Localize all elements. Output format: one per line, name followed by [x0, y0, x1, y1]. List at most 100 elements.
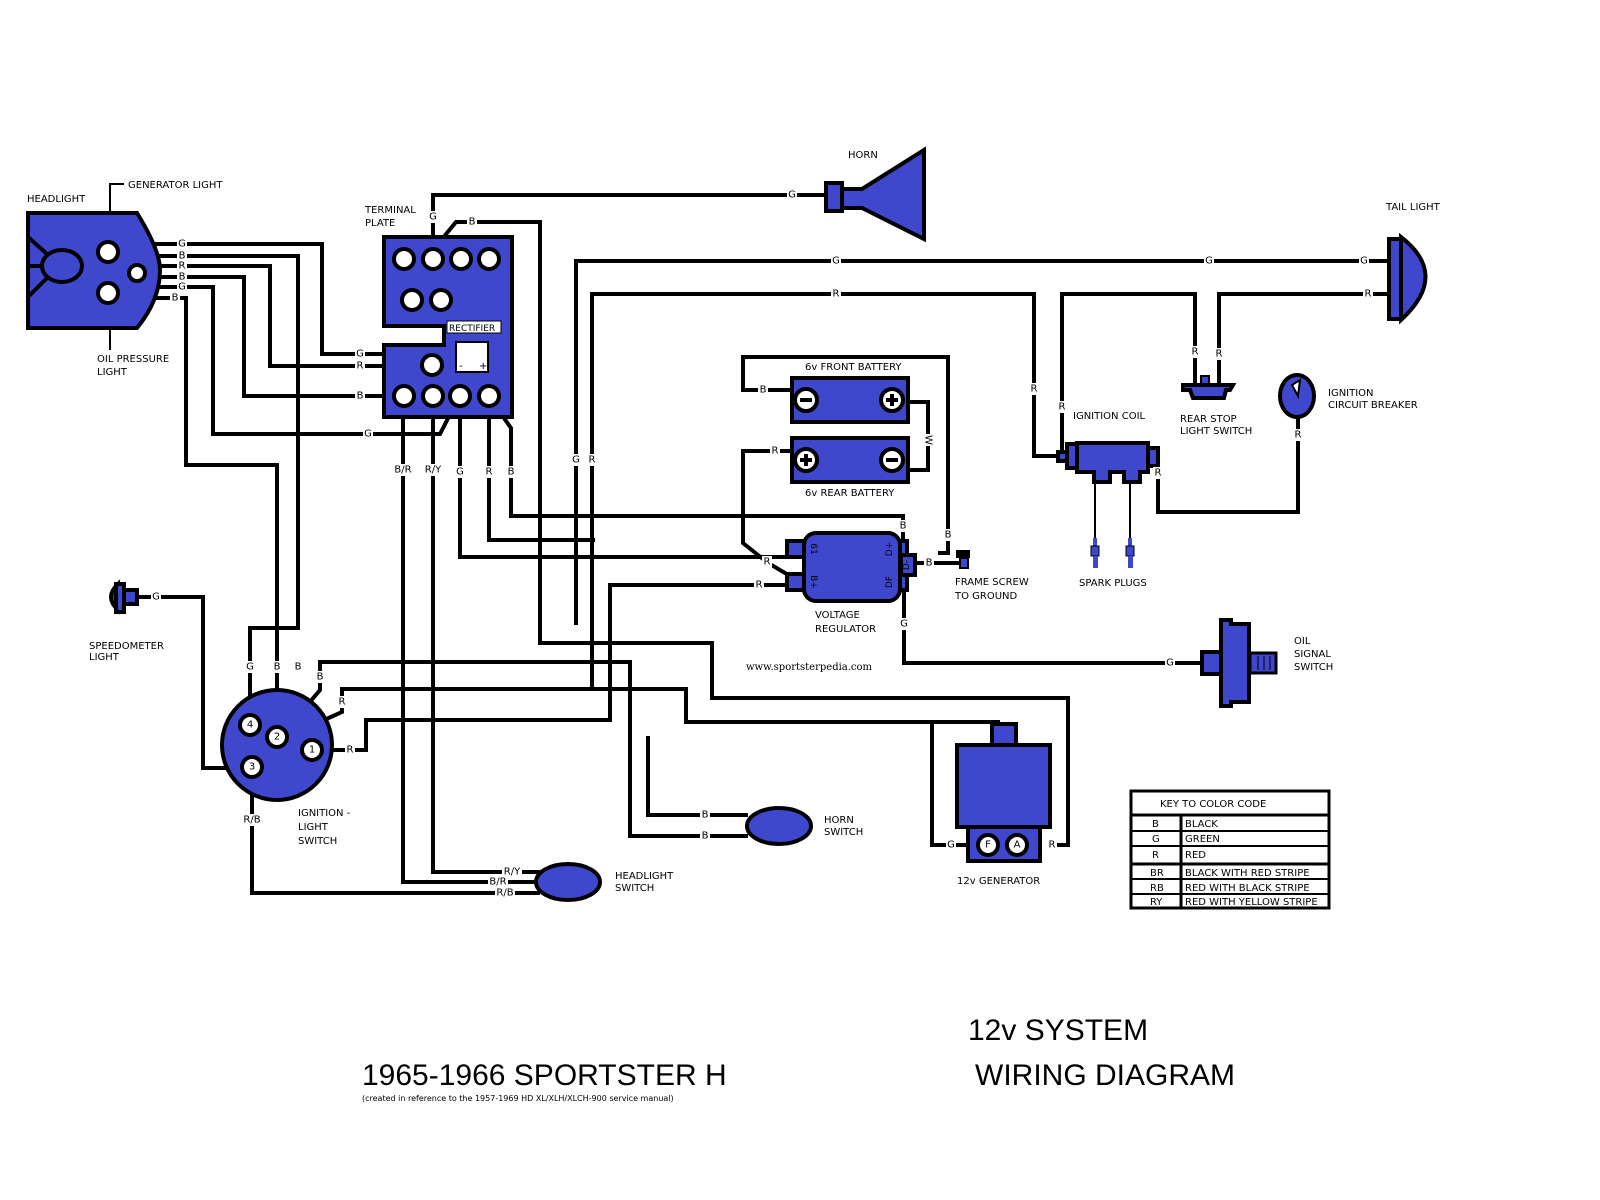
svg-text:G: G [246, 662, 254, 673]
wire-stoplight-r1 [1060, 292, 1197, 456]
wire-label: G [899, 618, 909, 630]
label-breaker-2: CIRCUIT BREAKER [1328, 400, 1418, 411]
wire-label: B [506, 466, 516, 478]
label-frame-screw-1: FRAME SCREW [955, 577, 1029, 588]
svg-text:B: B [179, 251, 186, 262]
wire-label: B [943, 529, 953, 541]
svg-text:BR: BR [1150, 868, 1164, 879]
wire-headlight-g1 [118, 242, 385, 356]
wires [109, 183, 1390, 895]
wire-headlight-b2 [148, 275, 385, 398]
svg-text:GREEN: GREEN [1185, 834, 1220, 845]
ignition-terminal-4-label: 4 [247, 720, 253, 731]
label-ignition-coil: IGNITION COIL [1073, 411, 1146, 422]
wire-label: G [1165, 657, 1175, 669]
svg-text:R: R [179, 261, 186, 272]
frame-screw-icon [956, 550, 970, 569]
wire-label: B [700, 830, 710, 842]
wire-label: R [1153, 467, 1163, 479]
wire-label: R [1293, 429, 1303, 441]
svg-text:RY: RY [1150, 897, 1163, 908]
svg-text:R: R [1152, 850, 1159, 861]
svg-text:R: R [357, 361, 364, 372]
wire-battery-rear-pos [741, 449, 806, 582]
wire-label: R [1029, 383, 1039, 395]
svg-text:B: B [926, 558, 933, 569]
svg-text:BLACK WITH RED STRIPE: BLACK WITH RED STRIPE [1185, 868, 1310, 879]
wire-headlight-r [148, 264, 385, 368]
color-key-row: BR BLACK WITH RED STRIPE [1150, 868, 1310, 879]
svg-text:B: B [172, 293, 179, 304]
label-terminal-plate-1: TERMINAL [364, 205, 416, 216]
wire-label: G [245, 661, 255, 673]
svg-text:R/B: R/B [496, 888, 513, 899]
label-oil-signal-1: OIL [1294, 636, 1311, 647]
svg-text:G: G [178, 282, 186, 293]
svg-text:G: G [1166, 658, 1174, 669]
svg-text:G: G [356, 349, 364, 360]
label-terminal-plate-2: PLATE [365, 218, 395, 229]
wire-label: R [345, 744, 355, 756]
svg-text:R: R [833, 289, 840, 300]
wire-terminal-g [458, 397, 785, 559]
wire-label: B/R [488, 876, 508, 888]
wire-label: R [177, 260, 187, 272]
svg-text:R: R [1192, 347, 1199, 358]
ignition-terminal-2-label: 2 [274, 732, 280, 743]
label-rectifier: RECTIFIER [449, 324, 495, 334]
label-breaker-1: IGNITION [1328, 388, 1374, 399]
label-rectifier-minus: - [459, 361, 463, 372]
wire-label: R [337, 696, 347, 708]
wire-stoplight-r2 [1217, 292, 1390, 383]
wire-label: R [1047, 839, 1057, 851]
wire-label: G [787, 189, 797, 201]
label-oil-signal-3: SWITCH [1294, 662, 1333, 673]
wire-terminal-top-b [431, 220, 1070, 847]
wire-label: B/R [393, 464, 413, 476]
label-rear-battery: 6v REAR BATTERY [805, 488, 895, 499]
wire-label: R [1190, 346, 1200, 358]
label-ignition-switch-1: IGNITION - [298, 808, 351, 819]
ignition-terminal-1-label: 1 [309, 745, 315, 756]
wire-label: R/Y [502, 866, 522, 878]
wire-label: G [355, 348, 365, 360]
label-voltage-regulator-2: REGULATOR [815, 624, 876, 635]
regulator-terminal-df: DF [885, 576, 895, 588]
wire-battery-front-neg [741, 355, 950, 555]
svg-text:G: G [456, 467, 464, 478]
svg-text:G: G [832, 256, 840, 267]
wire-label: G [831, 255, 841, 267]
wire-regulator-bplus [325, 583, 797, 752]
wire-tail-g [574, 259, 1390, 625]
svg-text:G: G [900, 619, 908, 630]
wire-label: G [177, 281, 187, 293]
color-key-row: RY RED WITH YELLOW STRIPE [1150, 897, 1318, 908]
wire-coil-breaker [1156, 415, 1300, 514]
svg-text:R/Y: R/Y [504, 867, 521, 878]
regulator-terminal-61: 61 [808, 543, 818, 554]
svg-text:B: B [900, 521, 907, 532]
svg-text:G: G [1360, 256, 1368, 267]
svg-text:B: B [295, 662, 302, 673]
wire-label: B [315, 671, 325, 683]
wire-label: W [923, 434, 934, 446]
wire-label: B [898, 520, 908, 532]
wire-label: R/B [495, 887, 515, 899]
headlight-switch[interactable] [534, 862, 602, 902]
wire-label: R/Y [423, 464, 443, 476]
svg-text:R: R [589, 455, 596, 466]
terminal-plate [382, 235, 514, 419]
ignition-circuit-breaker [1278, 373, 1316, 419]
svg-text:B: B [702, 831, 709, 842]
watermark-url: www.sportsterpedia.com [746, 662, 873, 673]
wire-label: B [924, 557, 934, 569]
generator [955, 722, 1052, 863]
svg-text:W: W [923, 435, 934, 445]
ignition-light-switch [220, 688, 334, 802]
color-key-row: G GREEN [1152, 834, 1220, 845]
wire-label: G [428, 211, 438, 223]
label-ignition-switch-3: SWITCH [298, 836, 337, 847]
title-subtitle: (created in reference to the 1957-1969 H… [362, 1094, 674, 1103]
horn-switch[interactable] [745, 806, 813, 846]
